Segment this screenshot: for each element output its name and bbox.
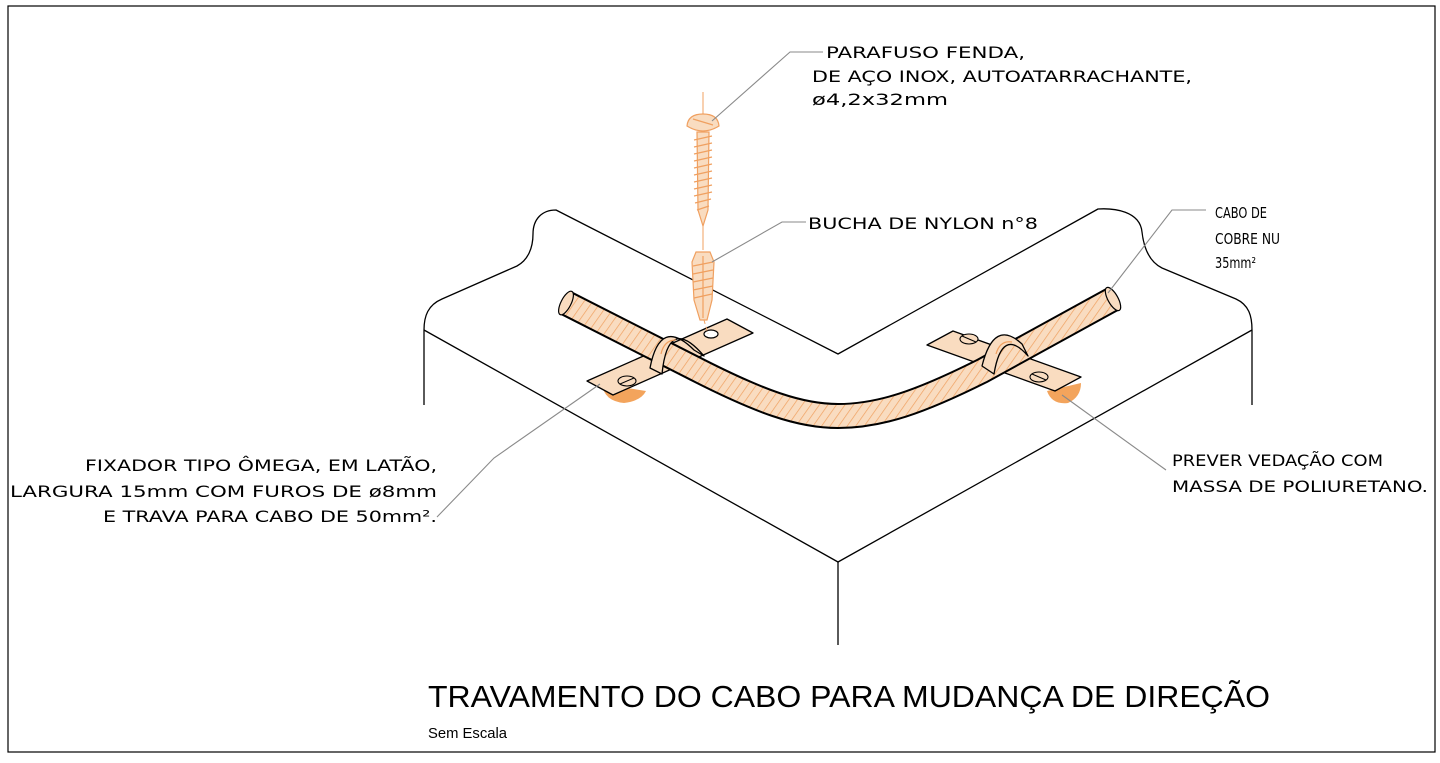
- scale-note: Sem Escala: [428, 725, 508, 742]
- sealant-callout: PREVER VEDAÇÃO COM MASSA DE POLIURETANO.: [1172, 451, 1428, 496]
- clip-left-hole: [703, 329, 719, 339]
- sealant-callout-line-2: MASSA DE POLIURETANO.: [1172, 477, 1428, 496]
- cable-strands: [561, 289, 1119, 428]
- clip-right-hump-body: [981, 334, 1029, 375]
- screw-callout: PARAFUSO FENDA, DE AÇO INOX, AUTOATARRAC…: [812, 43, 1192, 109]
- screw-callout-line-1: PARAFUSO FENDA,: [826, 43, 1025, 62]
- cable-callout-line-3: 35mm²: [1215, 254, 1256, 272]
- clip-left-screw-slot: [619, 377, 635, 385]
- sealant-right: [1047, 383, 1081, 404]
- clip-right-screw-slot-bottom: [1031, 373, 1047, 381]
- slab: [423, 208, 1253, 645]
- screw-threads: [693, 135, 713, 211]
- screw-slot: [692, 118, 714, 126]
- clip-callout-line-1: FIXADOR TIPO ÔMEGA, EM LATÃO,: [85, 456, 437, 475]
- screw-shank: [696, 131, 710, 229]
- screw-callout-line-2: DE AÇO INOX, AUTOATARRACHANTE,: [812, 67, 1192, 86]
- clip-right-hump-mark: [995, 341, 1013, 355]
- leader-cable: [1107, 209, 1206, 294]
- leader-screw: [711, 51, 823, 122]
- leader-sealant: [1061, 394, 1167, 471]
- sealant-callout-line-1: PREVER VEDAÇÃO COM: [1172, 451, 1383, 470]
- nylon-anchor: [691, 251, 715, 335]
- anchor-axis: [703, 319, 709, 335]
- clip-left-hump: [649, 335, 705, 375]
- copper-cable: [558, 286, 1122, 430]
- anchor-ribs: [692, 256, 714, 318]
- screw: [686, 92, 720, 250]
- cable-end-left: [558, 290, 574, 316]
- cable-end-right: [1104, 286, 1122, 312]
- drawing-title: TRAVAMENTO DO CABO PARA MUDANÇA DE DIREÇ…: [428, 679, 1270, 714]
- anchor-callout: BUCHA DE NYLON n°8: [808, 214, 1038, 233]
- cable-callout-line-1: CABO DE: [1215, 204, 1267, 222]
- slab-top-outline: [423, 208, 1253, 355]
- leader-anchor: [711, 221, 806, 263]
- clip-callout-line-3: E TRAVA PARA CABO DE 50mm².: [103, 507, 437, 526]
- clip-callout: FIXADOR TIPO ÔMEGA, EM LATÃO, LARGURA 15…: [10, 456, 437, 526]
- clip-right-hump: [981, 334, 1029, 375]
- cable-callout: CABO DE COBRE NU 35mm²: [1215, 204, 1280, 272]
- leader-clip: [436, 383, 601, 518]
- clip-right-screw-slot-top: [961, 335, 977, 343]
- screw-callout-line-3: ø4,2x32mm: [812, 90, 948, 109]
- clip-left-hump-mark: [660, 339, 677, 355]
- cable-callout-line-2: COBRE NU: [1215, 230, 1280, 248]
- clip-callout-line-2: LARGURA 15mm COM FUROS DE ø8mm: [10, 482, 437, 501]
